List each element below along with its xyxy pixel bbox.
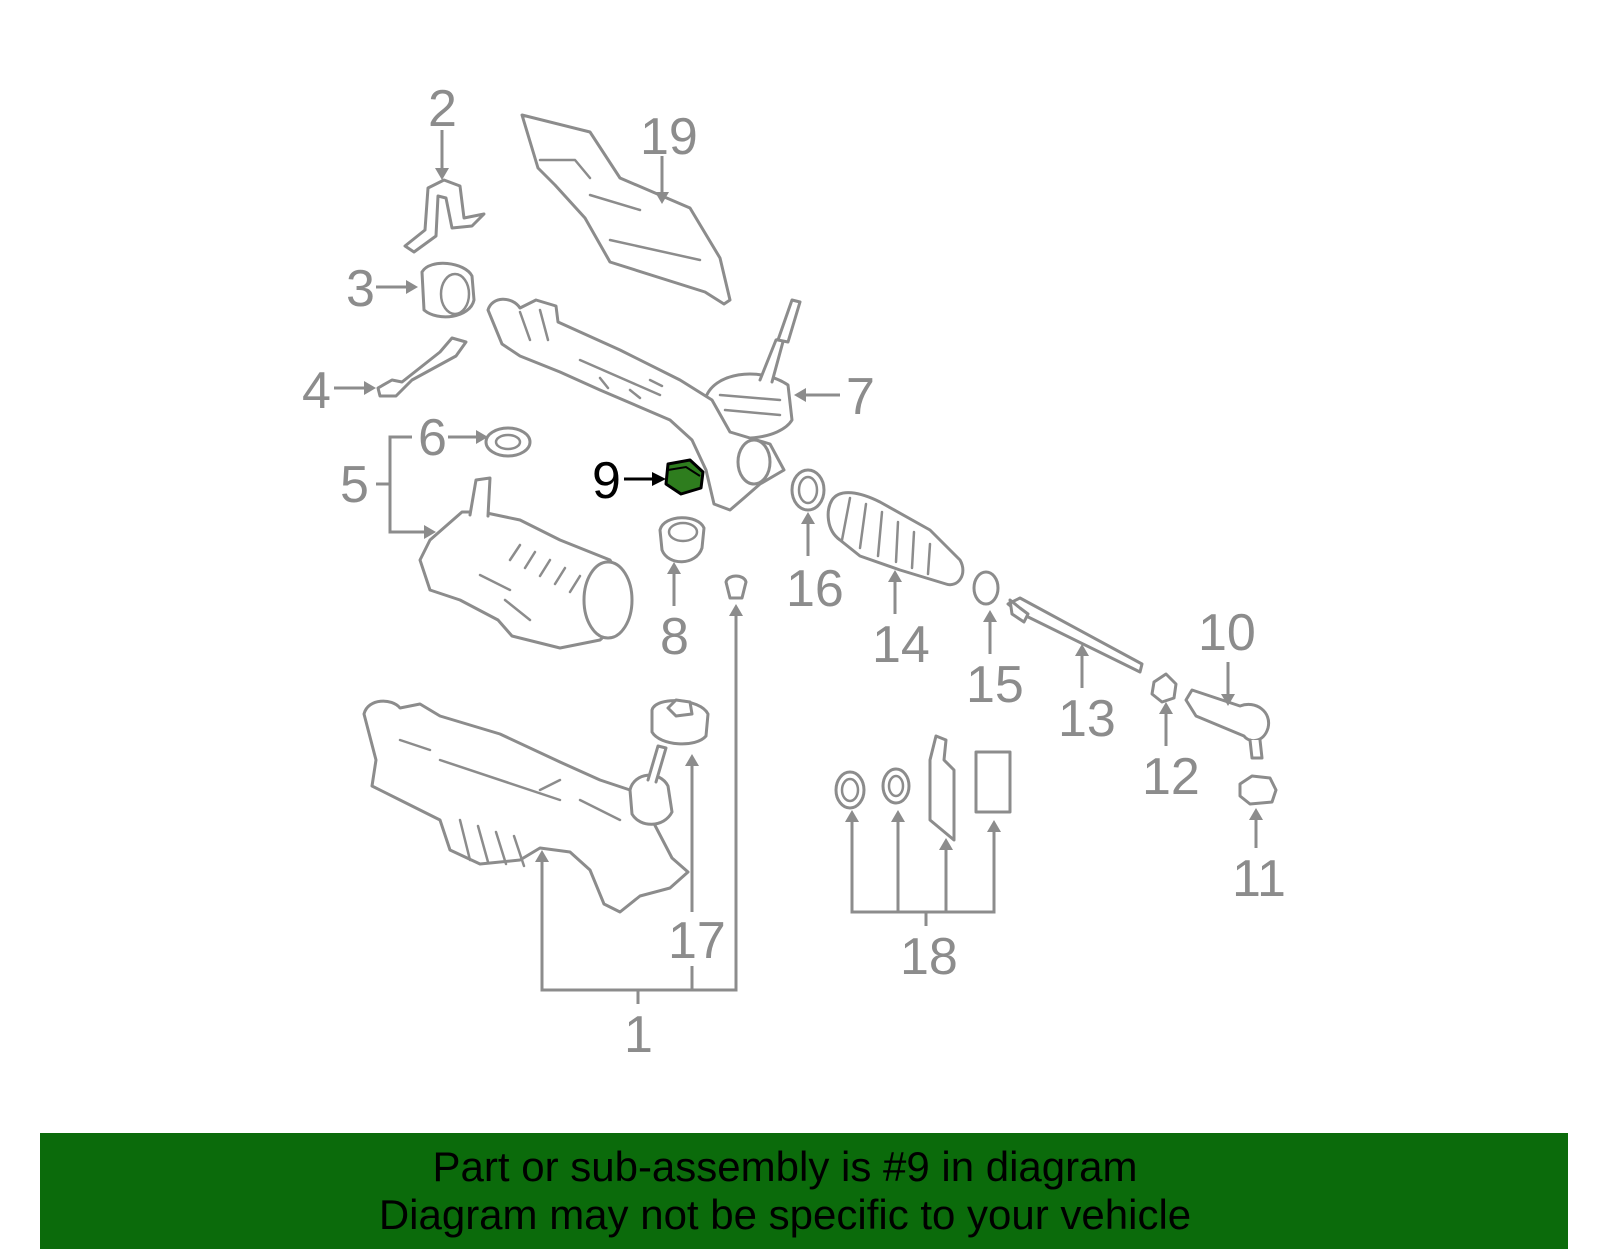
callout-1: 1 <box>624 1006 653 1064</box>
part-4-bracket-plate[interactable] <box>376 336 468 398</box>
banner-line-2: Diagram may not be specific to your vehi… <box>378 1191 1192 1238</box>
part-14-bellows-boot[interactable] <box>826 491 965 587</box>
part-1-complete-rack-assembly[interactable] <box>362 699 690 914</box>
leader-lines <box>334 130 1263 1004</box>
small-bolt[interactable] <box>724 574 748 600</box>
part-12-jam-nut[interactable] <box>1150 672 1178 704</box>
callout-9: 9 <box>592 452 621 510</box>
rack-housing-assembly[interactable] <box>486 297 786 512</box>
part-2-bracket[interactable] <box>403 178 486 254</box>
callout-18: 18 <box>900 928 958 986</box>
part-16-clamp[interactable] <box>790 468 826 512</box>
part-9-nut-highlighted[interactable] <box>664 458 705 496</box>
callout-8: 8 <box>660 608 689 666</box>
callout-14: 14 <box>872 616 930 674</box>
callout-2: 2 <box>428 80 457 138</box>
callout-15: 15 <box>966 656 1024 714</box>
part-13-tie-rod[interactable] <box>1006 596 1144 674</box>
callout-7: 7 <box>846 368 875 426</box>
part-6-seal-ring[interactable] <box>484 426 532 458</box>
banner-line-1: Part or sub-assembly is #9 in diagram <box>432 1143 1138 1190</box>
part-17-mount-bushing[interactable] <box>650 698 710 746</box>
part-15-clamp[interactable] <box>972 570 1000 606</box>
info-banner: Part or sub-assembly is #9 in diagram Di… <box>40 1133 1568 1249</box>
callout-5: 5 <box>340 456 369 514</box>
leader-9 <box>624 472 666 486</box>
part-19-heat-shield[interactable] <box>520 113 732 306</box>
callout-3: 3 <box>346 260 375 318</box>
callout-19: 19 <box>640 108 698 166</box>
callout-10: 10 <box>1198 604 1256 662</box>
part-9-nut-shape[interactable] <box>664 458 705 496</box>
callout-4: 4 <box>302 362 331 420</box>
part-5-motor-unit[interactable] <box>418 476 634 650</box>
part-3-bushing[interactable] <box>420 261 476 319</box>
part-7-pinion-housing[interactable] <box>703 298 802 440</box>
callout-17: 17 <box>668 912 726 970</box>
part-11-castle-nut[interactable] <box>1238 774 1278 806</box>
part-10-tie-rod-end[interactable] <box>1184 688 1271 760</box>
callout-13: 13 <box>1058 690 1116 748</box>
part-8-bushing[interactable] <box>658 516 706 564</box>
callout-11: 11 <box>1232 850 1286 908</box>
callout-6: 6 <box>418 409 447 467</box>
callout-12: 12 <box>1142 748 1200 806</box>
callout-16: 16 <box>786 560 844 618</box>
part-18-kit[interactable] <box>834 734 1012 842</box>
